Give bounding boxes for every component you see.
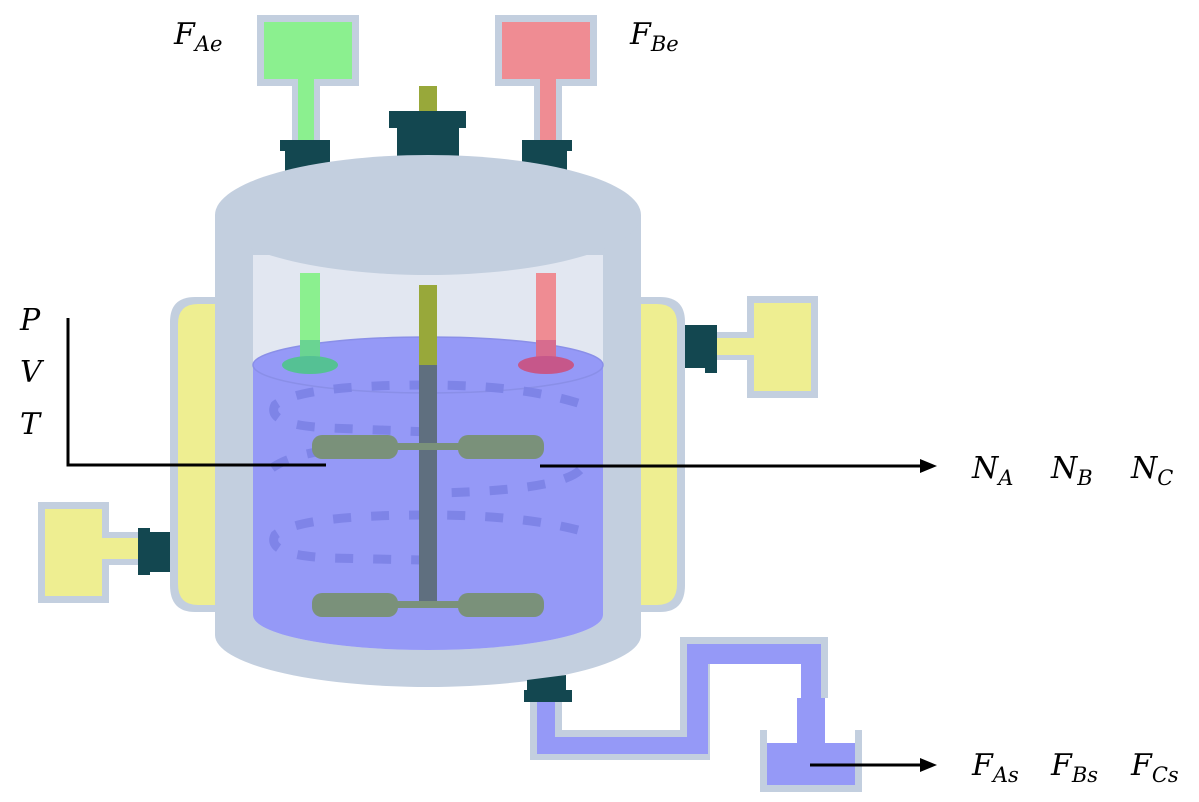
- moles-a-label: NA: [971, 451, 1013, 490]
- feed-a-dip-tube: [282, 273, 338, 374]
- state-bracket: [66, 318, 326, 467]
- feed-b-tank: [495, 15, 597, 141]
- feed-a-label: FAe: [173, 17, 222, 56]
- jacket-right: [640, 297, 685, 612]
- feed-b-label: FBe: [629, 17, 679, 56]
- pressure-label: P: [19, 303, 41, 338]
- moles-arrow: [540, 459, 937, 473]
- agitator: [312, 285, 544, 617]
- outflow-a-label: FAs: [971, 748, 1019, 787]
- coolant-tank-left: [38, 502, 170, 603]
- motor-fitting: [389, 86, 466, 159]
- volume-label: V: [20, 355, 45, 390]
- jacket-left: [170, 297, 215, 612]
- temperature-label: T: [20, 407, 42, 442]
- outflow-b-label: FBs: [1050, 748, 1098, 787]
- moles-c-label: NC: [1130, 451, 1173, 490]
- outflow-arrow: [810, 758, 937, 772]
- product-tank: [760, 698, 862, 792]
- outlet-pipe: [524, 637, 828, 760]
- coolant-tank-right: [685, 296, 818, 398]
- feed-b-dip-tube: [518, 273, 574, 374]
- outflow-c-label: FCs: [1130, 748, 1179, 787]
- feed-a-tank: [257, 15, 359, 141]
- moles-b-label: NB: [1050, 451, 1093, 490]
